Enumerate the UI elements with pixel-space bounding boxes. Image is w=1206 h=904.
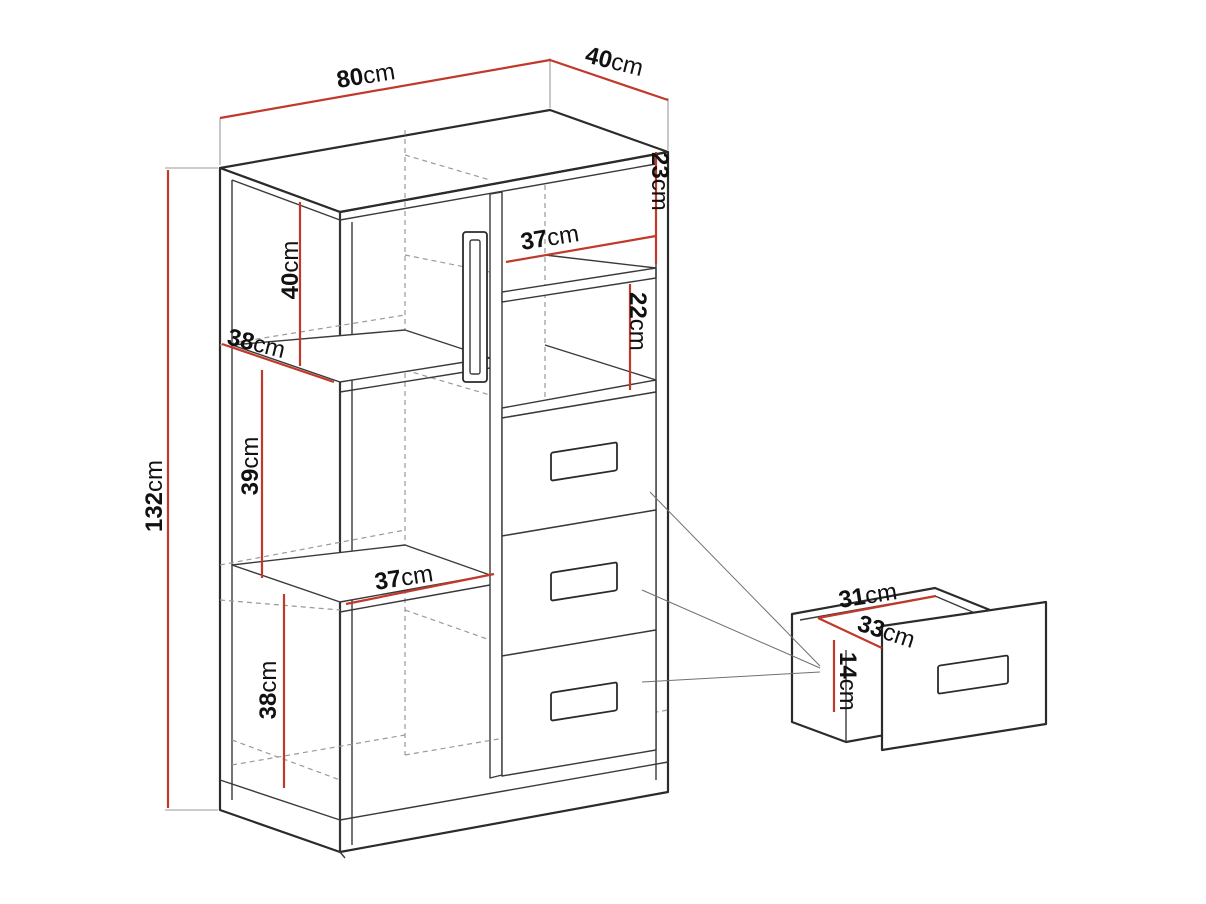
cabinet-front	[338, 150, 670, 854]
left-bottom-height-label: 38cm	[255, 661, 282, 720]
drawer-detail-handle	[937, 654, 1009, 695]
top-shelf-width-label: 37cm	[519, 220, 581, 256]
width-dim-line	[219, 58, 551, 120]
drawer-width-label: 31cm	[837, 578, 899, 614]
drawer-3	[501, 629, 657, 777]
drawer-depth-dim-line	[817, 617, 883, 649]
left-shelf-width-label: 37cm	[373, 560, 435, 596]
drawer-2	[501, 509, 657, 657]
left-depth-dim-line	[221, 342, 335, 384]
drawer-2-handle	[550, 561, 618, 602]
width-label: 80cm	[335, 58, 397, 94]
cabinet	[218, 108, 670, 859]
depth-label: 40cm	[583, 42, 646, 82]
drawer-detail	[641, 491, 1048, 752]
left-shelf-1	[231, 329, 491, 383]
left-shelf-width-dim-line	[345, 572, 495, 606]
dimension-lines	[165, 58, 937, 811]
second-shelf-height-label: 22cm	[624, 292, 651, 351]
central-partition	[489, 191, 503, 779]
left-middle-height-label: 39cm	[237, 437, 264, 496]
top-shelf-height-label: 23cm	[646, 152, 673, 211]
drawer-3-handle	[550, 681, 618, 722]
left-top-height-label: 40cm	[277, 241, 304, 300]
drawer-width-dim-line	[817, 594, 937, 620]
top-shelf-width-dim-line	[505, 234, 657, 264]
drawer-1	[501, 391, 657, 537]
door-handle	[462, 231, 488, 383]
height-label: 132cm	[141, 460, 168, 532]
drawer-height-label: 14cm	[834, 652, 861, 711]
depth-dim-line	[549, 58, 669, 102]
drawer-1-handle	[550, 441, 618, 482]
